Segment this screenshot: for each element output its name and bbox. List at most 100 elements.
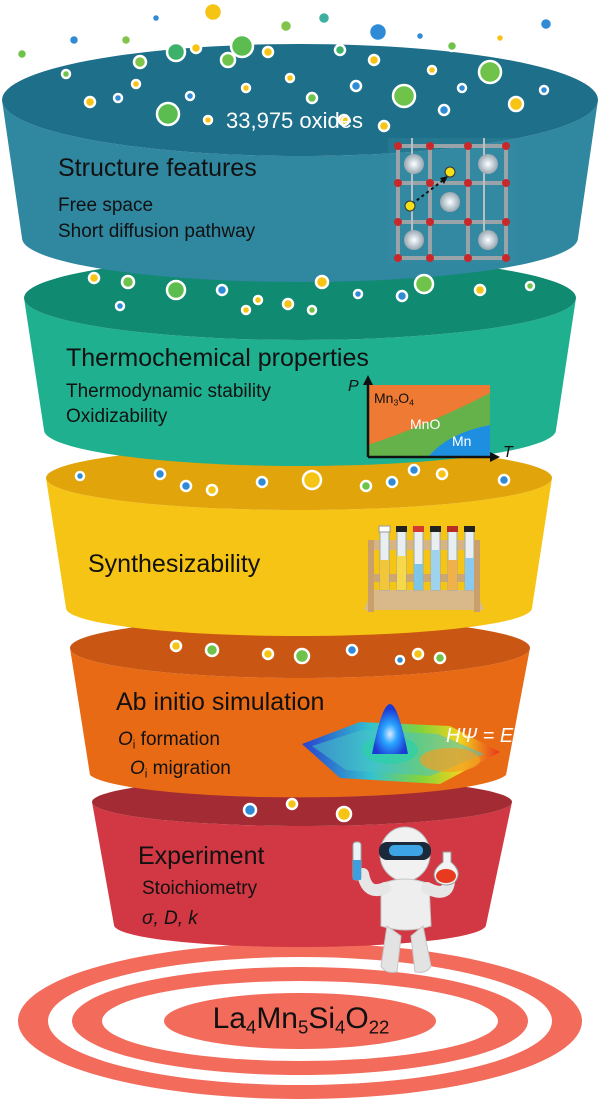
stage-item-stoichiometry: Stoichiometry [142,878,258,899]
oxide-ball [456,82,468,94]
oxide-ball [153,467,167,481]
oxide-ball [119,33,133,47]
oxide-ball [114,300,126,312]
oxide-ball [278,18,294,34]
oxide-ball [255,475,269,489]
stage-item-oxidizability: Oxidizability [66,406,168,427]
oxide-ball [215,283,229,297]
oxide-ball [305,91,319,105]
oxide-ball [150,12,162,24]
candidate-oxide-balls [15,1,554,823]
phase-diagram-icon [363,375,500,462]
oxide-ball [367,21,389,43]
oxide-ball [524,280,536,292]
oxide-ball [507,95,525,113]
oxide-ball [359,479,373,493]
phase-region-mn: Mn [452,433,472,449]
oxide-ball [15,47,29,61]
oxide-ball [179,479,193,493]
oxide-ball [333,43,347,57]
oxide-ball [293,647,311,665]
oxide-ball [538,84,550,96]
oxide-ball [335,805,353,823]
oxide-ball [306,304,318,316]
oxide-ball [538,16,554,32]
target-rings-icon [18,943,582,1099]
oxide-ball [219,51,237,69]
oxide-ball [240,304,252,316]
oxide-ball [165,279,187,301]
oxide-ball [132,54,148,70]
oxide-ball [413,273,435,295]
oxide-ball [426,64,438,76]
oxide-ball [130,78,142,90]
stage-title-experiment: Experiment [138,842,265,870]
oxide-ball [407,463,421,477]
oxide-ball [337,113,351,127]
oxide-ball [477,59,503,85]
phase-diagram-y-axis: P [348,378,359,395]
oxide-ball [494,32,506,44]
oxide-ball [352,288,364,300]
abinitio-item-formation: Oi formation [118,729,220,752]
stage-item-short-diffusion: Short diffusion pathway [58,221,256,242]
oxide-ball [229,33,255,59]
stage-title-thermochemical: Thermochemical properties [66,344,369,372]
experiment-symbols: σ, D, k [142,908,198,929]
oxide-ball [165,41,187,63]
phase-region-mno: MnO [410,416,441,432]
stage-title-structure: Structure features [58,154,257,182]
oxide-ball [284,72,296,84]
test-tube-rack-icon [364,525,484,612]
oxide-ball [285,797,299,811]
abinitio-item-migration: Oi migration [130,758,231,781]
oxide-ball [252,294,264,306]
oxide-ball [74,470,86,482]
stage-item-free-space: Free space [58,195,154,216]
oxide-ball [205,483,219,497]
oxide-ball [385,475,399,489]
oxide-ball [314,274,330,290]
stage-title-synthesizability: Synthesizability [88,550,261,578]
oxide-ball [411,647,425,661]
scientist-figure-icon [352,826,459,973]
oxide-ball [473,283,487,297]
stage-item-thermodynamic-stability: Thermodynamic stability [66,381,271,402]
oxide-ball [445,39,459,53]
schrodinger-equation: HΨ = EΨ [446,725,530,747]
oxide-ball [281,297,295,311]
oxide-ball [437,103,451,117]
oxide-ball [391,83,417,109]
energy-surface-icon [302,704,500,784]
oxide-ball [189,41,203,55]
oxide-ball [204,642,220,658]
oxide-ball [497,473,511,487]
phase-diagram-x-axis: T [503,444,513,461]
oxide-ball [120,274,136,290]
oxide-ball [242,802,258,818]
oxide-ball [345,643,359,657]
crystal-lattice-icon [388,138,516,263]
result-formula: La4Mn5Si4O22 [212,1002,390,1038]
oxide-ball [240,82,252,94]
oxide-ball [67,33,81,47]
oxide-ball [60,68,72,80]
oxide-ball [202,1,224,23]
oxide-ball [435,467,449,481]
oxide-ball [261,45,275,59]
stage-bowl-structure [2,44,598,282]
oxide-ball [377,119,391,133]
oxide-ball [367,53,381,67]
phase-region-mn3o4: Mn3O4 [374,390,414,408]
oxide-ball [316,10,332,26]
oxide-ball [87,271,101,285]
oxide-ball [349,79,363,93]
oxide-ball [433,651,447,665]
oxide-ball [301,469,323,491]
oxide-ball [112,92,124,104]
stage-title-abinitio: Ab initio simulation [116,688,325,716]
oxide-ball [395,289,409,303]
oxide-ball [394,654,406,666]
oxide-ball [169,639,183,653]
